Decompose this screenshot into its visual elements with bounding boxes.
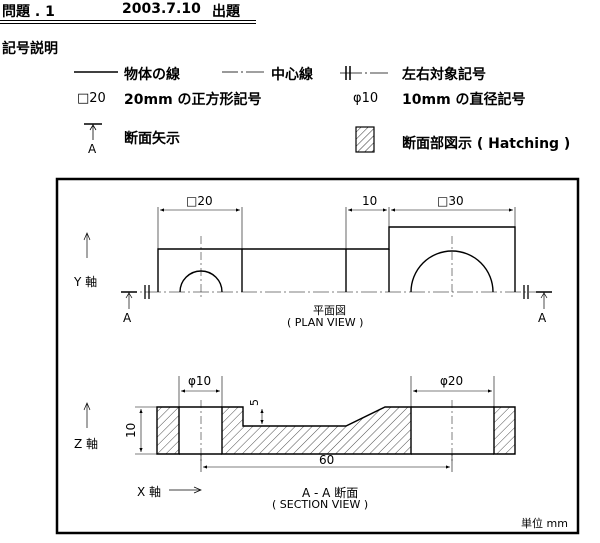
legend-solid-label: 物体の線 [124,67,180,83]
x-axis-arrow [169,486,202,494]
header-underline-top [0,20,256,21]
problem-number: 問題 . 1 [2,4,55,20]
plan-symmetry-marks [144,285,529,299]
y-axis-arrow [83,232,91,258]
header-underline-bottom [0,23,256,24]
legend-hatching-label: 断面部図示 ( Hatching ) [402,136,571,152]
legend-symmetry-label: 左右対象記号 [402,67,486,83]
drawing-frame [55,177,580,535]
dim-10-label: 10 [362,194,378,208]
unit-label: 単位 mm [521,517,568,530]
dim-phi20-label: φ20 [440,374,464,388]
y-axis-label: Y 軸 [74,275,98,289]
legend-arrow-label: 断面矢示 [124,131,180,147]
legend-square-symbol: □20 [77,91,106,106]
dim-square30-label: □30 [437,194,464,208]
issue-label: 出題 [212,4,240,20]
section-hatch-left [156,406,180,455]
dim-phi10-label: φ10 [188,374,212,388]
hatching-symbol [355,126,375,153]
section-hatch-right [493,406,516,455]
section-mark-right: A [538,311,547,325]
dim-square20-label: □20 [186,194,213,208]
legend-arrow-letter: A [88,142,97,156]
section-view-subtitle: ( SECTION VIEW ) [272,498,369,511]
plan-view [83,207,553,309]
legend-title: 記号説明 [2,41,58,57]
legend-square-label: 20mm の正方形記号 [124,92,262,108]
plan-outline [157,226,516,292]
section-arrow-left [121,291,137,309]
section-mark-left: A [123,311,132,325]
legend-diameter-label: 10mm の直径記号 [402,92,526,108]
dim-5-label: 5 [248,399,261,406]
x-axis-label: X 軸 [137,485,162,499]
section-view [83,376,516,494]
dim-10v-label: 10 [124,422,138,438]
section-hatch-middle [221,406,412,455]
legend-centerline-label: 中心線 [271,67,313,83]
plan-view-title: 平面図 [313,304,346,317]
dim-60-label: 60 [319,453,335,467]
z-axis-label: Z 軸 [74,437,99,451]
legend-diameter-symbol: φ10 [353,91,379,106]
plan-hole-right [410,250,494,293]
legend-symbols [74,66,388,153]
z-axis-arrow [83,402,91,428]
issue-date: 2003.7.10 [122,1,201,17]
section-arrow-symbol [84,123,102,140]
symmetry-symbol [340,66,388,80]
plan-view-subtitle: ( PLAN VIEW ) [287,316,364,329]
section-arrow-right [536,291,552,309]
section-view-title: A - A 断面 [302,486,359,500]
